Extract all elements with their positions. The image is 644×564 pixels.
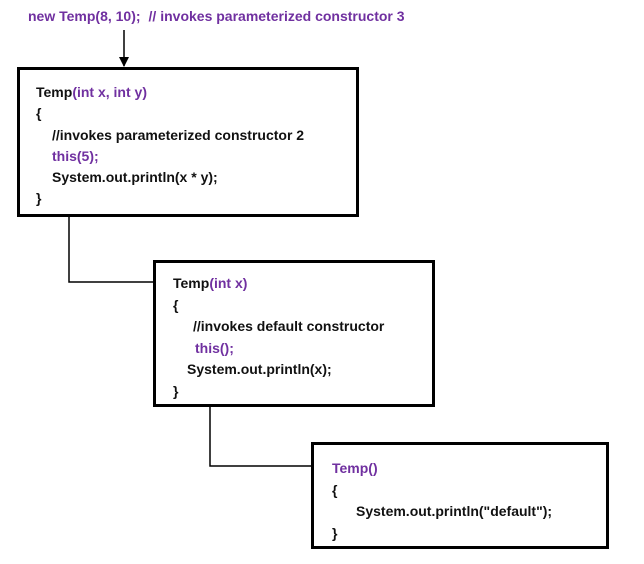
constructor-two-params-box: Temp(int x, int y) { //invokes parameter…: [17, 67, 359, 217]
open-brace: {: [173, 297, 179, 313]
close-brace: }: [332, 525, 338, 541]
constructor-signature: Temp(int x, int y): [36, 82, 147, 102]
print-statement: System.out.println("default");: [356, 503, 553, 519]
default-constructor-box: Temp() { System.out.println("default"); …: [311, 442, 609, 549]
code-comment: //invokes parameterized constructor 2: [52, 127, 305, 143]
open-brace: {: [332, 482, 338, 498]
constructor-signature: Temp(): [332, 460, 378, 476]
code-comment: //invokes default constructor: [193, 318, 385, 334]
this-call: this(5);: [52, 148, 99, 164]
open-brace: {: [36, 105, 42, 121]
constructor-one-param-box: Temp(int x) { //invokes default construc…: [153, 260, 435, 407]
print-statement: System.out.println(x * y);: [52, 169, 218, 185]
constructor-name: Temp: [36, 84, 73, 100]
caption: new Temp(8, 10); // invokes parameterized…: [28, 8, 405, 24]
caption-call: new Temp(8, 10);: [28, 8, 141, 24]
constructor-params: (int x, int y): [72, 84, 147, 100]
close-brace: }: [173, 383, 179, 399]
constructor-signature: Temp(int x): [173, 273, 247, 293]
constructor-name: Temp: [173, 275, 210, 291]
close-brace: }: [36, 190, 42, 206]
constructor-params: (int x): [209, 275, 248, 291]
caption-comment: // invokes parameterized constructor 3: [148, 8, 405, 24]
print-statement: System.out.println(x);: [187, 361, 332, 377]
this-call: this();: [195, 340, 234, 356]
